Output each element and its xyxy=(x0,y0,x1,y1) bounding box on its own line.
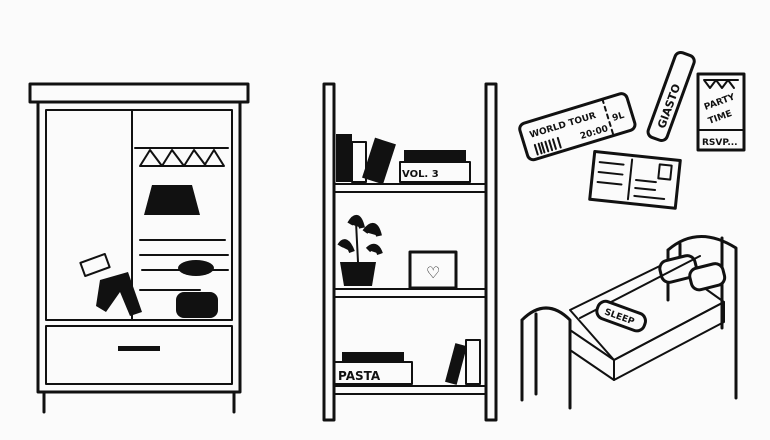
party-line2: TIME xyxy=(707,109,734,127)
drawer-handle xyxy=(118,346,160,351)
party-line1: PARTY xyxy=(703,92,737,112)
postcard xyxy=(588,150,682,210)
pasta-box-label: PASTA xyxy=(338,369,381,383)
ticket: WORLD TOUR 20:00 9L xyxy=(518,92,637,162)
plant-pot xyxy=(340,262,376,286)
wristband: GIASTO xyxy=(646,50,696,143)
ticket-stub: 9L xyxy=(611,111,626,124)
picture-frame xyxy=(408,250,458,290)
wardrobe xyxy=(28,82,250,414)
hat xyxy=(178,260,214,276)
hangers xyxy=(139,149,225,167)
bag xyxy=(176,292,218,318)
party-rsvp: RSVP... xyxy=(702,138,738,148)
heart-icon: ♡ xyxy=(426,263,440,282)
sleep-mask: SLEEP xyxy=(595,299,647,333)
bookshelf: VOL. 3 ♡ PASTA xyxy=(322,82,498,422)
bed: SLEEP xyxy=(520,235,738,410)
skirt xyxy=(144,185,200,215)
book-volume-label: VOL. 3 xyxy=(402,169,439,180)
jacket xyxy=(96,272,142,316)
pillow xyxy=(688,262,727,292)
party-invite: PARTY TIME RSVP... xyxy=(696,72,746,152)
tag xyxy=(79,252,111,278)
